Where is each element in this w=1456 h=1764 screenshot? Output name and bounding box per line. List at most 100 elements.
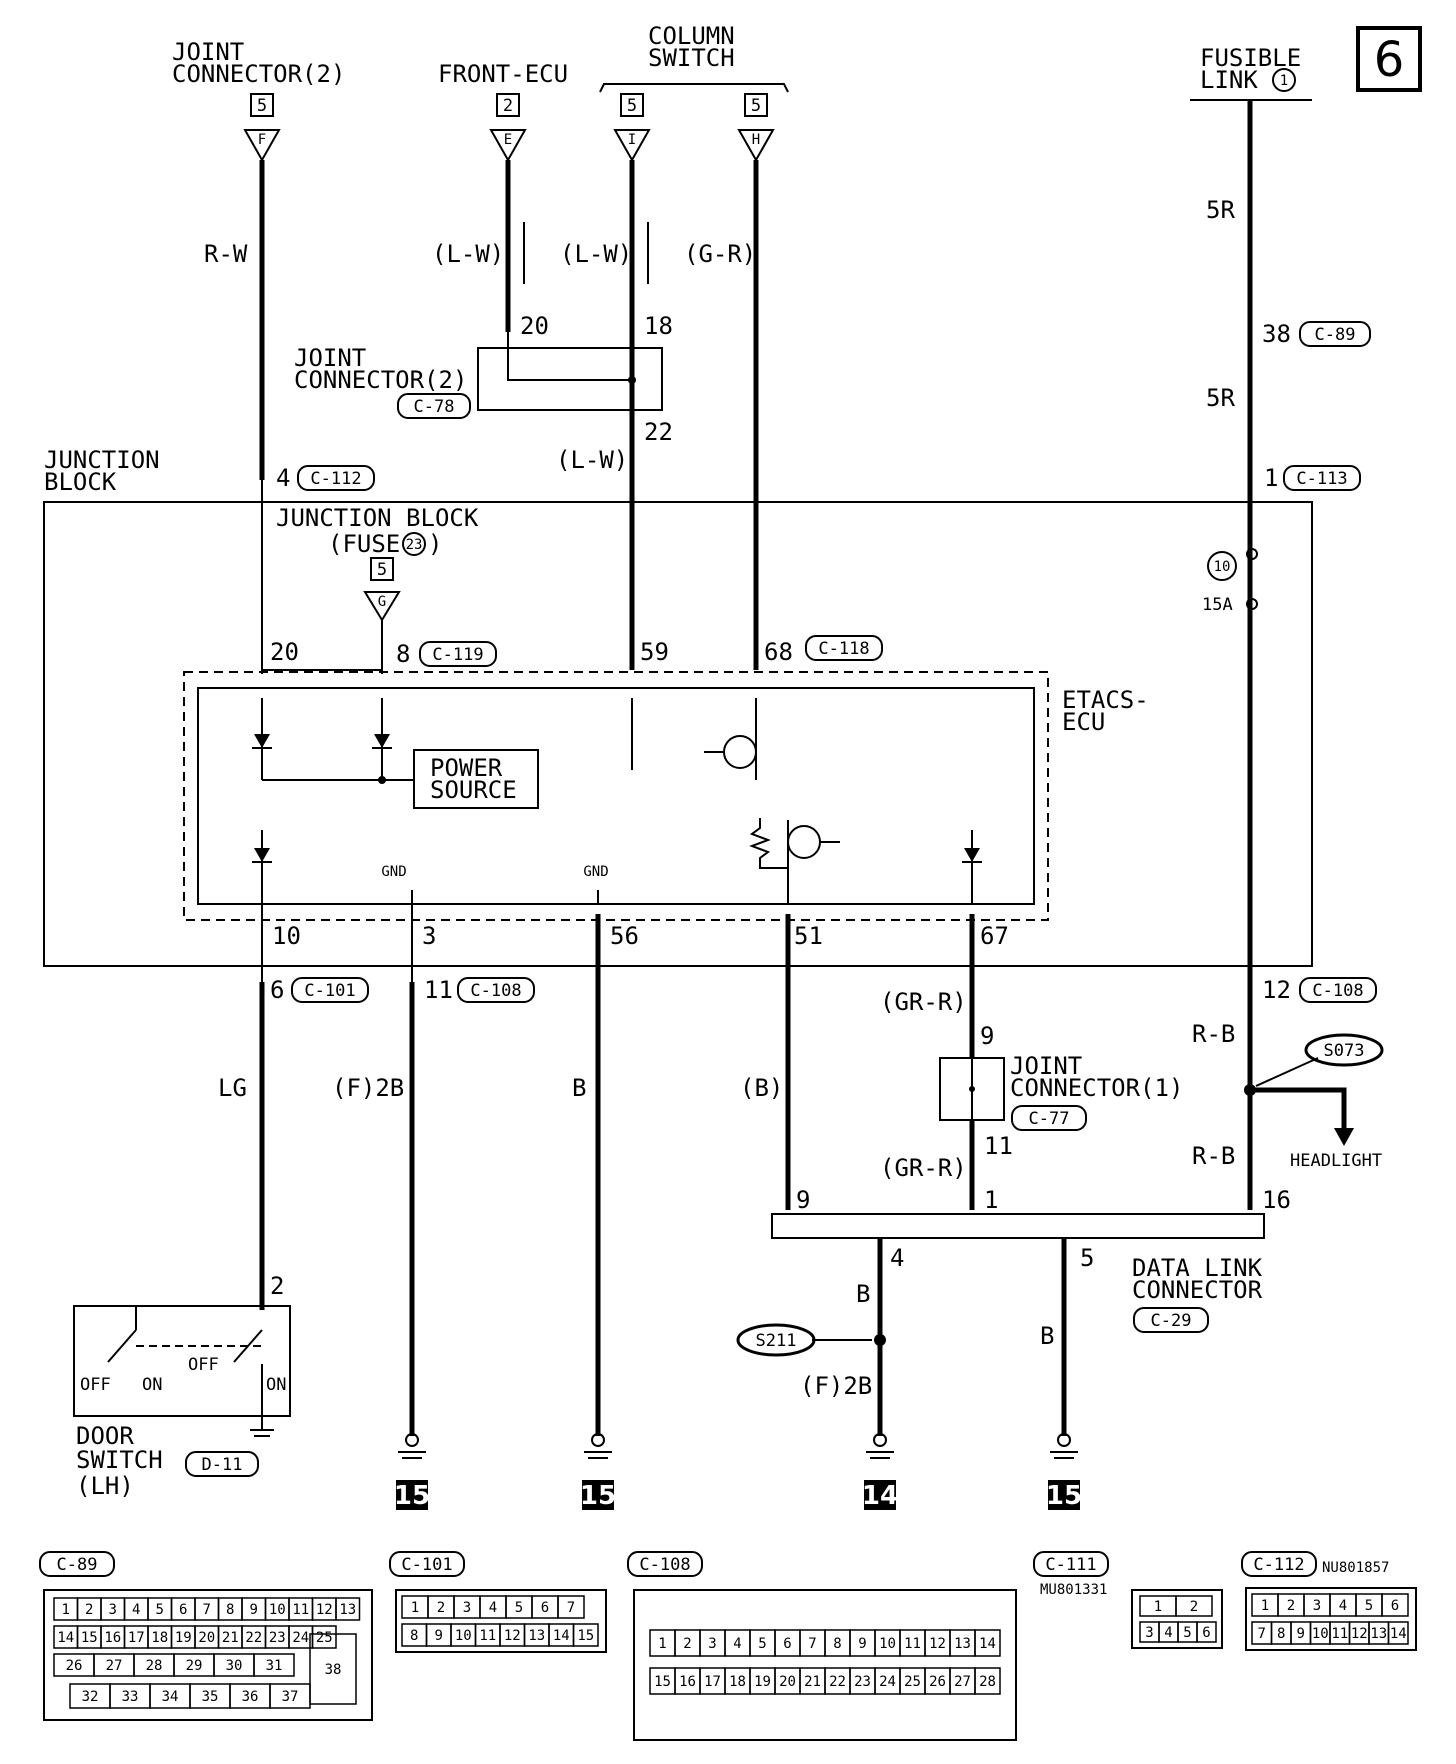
door-switch-lever-1 [107,1329,137,1363]
door-switch-body [73,1305,291,1417]
dlc-pin-16: 16 [1262,1186,1291,1214]
gnd-label-1: GND [381,864,406,880]
c108-label-box [627,1551,703,1577]
power-source-box [413,749,539,809]
connector-pin-number: 26 [929,1674,946,1690]
connector-pin-number: 14 [1390,1626,1407,1642]
resistor [749,818,788,869]
connector-pin-number: 15 [81,1630,98,1646]
connector-pin-number: 3 [109,1602,117,1618]
ref-cs1: 5 [627,96,637,116]
connector-pin-number: 18 [729,1674,746,1690]
connector-pin-number: 8 [1277,1626,1285,1642]
connector-pin-number: 26 [66,1658,83,1674]
connector-cavity [335,1597,361,1621]
pin-f: F [258,132,266,148]
pin-11: 11 [424,976,453,1004]
pin-20: 20 [270,638,299,666]
connector-pin-number: 15 [654,1674,671,1690]
connector-pin-number: 14 [979,1636,996,1652]
dlc-pin-4: 4 [890,1244,904,1272]
fuse-23-circle [402,532,426,556]
connector-pin-number: 10 [1312,1626,1329,1642]
pin-68: 68 [764,638,793,666]
c118-label: C-118 [818,639,869,659]
c101-label-box [389,1551,465,1577]
etacs-inner-outline [197,687,1035,905]
c77-ref-box [1011,1105,1087,1131]
ref-jc2: 5 [257,96,267,116]
connector-pin-number: 6 [541,1600,549,1616]
s073-id: S073 [1324,1041,1365,1061]
fusible-link-num-circle [1272,68,1296,92]
fusible-link-num: 1 [1280,73,1288,89]
c113-box [1283,465,1361,491]
pin-6: 6 [270,976,284,1004]
c112-face [1245,1587,1417,1651]
connector-pin-number: 3 [1145,1625,1153,1641]
c78-junction-dot [628,376,636,384]
ground-num-4: 15 [1046,1481,1082,1511]
wire-label-2b-dlc4: (F)2B [800,1372,872,1400]
c78-pin-20: 20 [520,312,549,340]
connector-pin-number: 21 [222,1630,239,1646]
connector-pin-number: 11 [904,1636,921,1652]
c112-pin-box [297,465,375,491]
pin-10: 10 [272,922,301,950]
c111-label-box [1033,1551,1109,1577]
connector-pin-number: 24 [879,1674,896,1690]
connector-pin-number: 5 [758,1636,766,1652]
connector-pin-number: 10 [269,1602,286,1618]
door-switch-off-1: OFF [80,1375,111,1395]
pin-flag-g [363,591,401,622]
connector-pin-number: 10 [455,1628,472,1644]
connector-pin-number: 12 [929,1636,946,1652]
connector-cavity [572,1623,599,1647]
c119-label: C-119 [432,645,483,665]
connector-cavity [311,1625,337,1649]
etacs-label: ETACS- [1062,686,1149,714]
connector-pin-number: 30 [226,1658,243,1674]
c77-name-2: CONNECTOR(1) [1010,1074,1183,1102]
connector-pin-number: 11 [1331,1626,1348,1642]
connector-cavity [974,1629,1001,1657]
connector-pin-number: 28 [146,1658,163,1674]
c78-ref-box [397,393,471,419]
connector-pin-number: 10 [879,1636,896,1652]
connector-pin-number: 36 [242,1689,259,1705]
connector-pin-number: 5 [1183,1625,1191,1641]
connector-pin-number: 13 [528,1628,545,1644]
fuse-10-num: 10 [1214,559,1231,575]
wire-label-grr-1: (GR-R) [880,988,967,1016]
c89-label: C-89 [57,1555,98,1575]
connector-cavity [1381,1593,1409,1617]
c111-face [1131,1589,1223,1649]
connector-pin-number: 4 [1339,1598,1347,1614]
c108-face [633,1589,1017,1741]
connector-pin-number: 5 [156,1602,164,1618]
c112-pin-label: C-112 [310,469,361,489]
headlight-branch [1250,1087,1347,1130]
connector-pin-number: 17 [704,1674,721,1690]
pin-67: 67 [980,922,1009,950]
c29-box [1133,1307,1209,1333]
ground-circle-2 [591,1433,605,1447]
connector-pin-number: 4 [733,1636,741,1652]
wire-label-rw: R-W [204,240,248,268]
headlight-arrow [1334,1128,1354,1146]
door-switch-lever-2 [233,1329,263,1363]
data-link-name-2: CONNECTOR [1132,1276,1263,1304]
connector-pin-number: 12 [316,1602,333,1618]
ground-circle-4 [1057,1433,1071,1447]
connector-pin-number: 8 [226,1602,234,1618]
power-source-label: POWER [430,754,503,782]
connector-pin-number: 9 [858,1636,866,1652]
c89-face [43,1589,373,1721]
headlight-label: HEADLIGHT [1290,1151,1382,1171]
c108-label: C-108 [639,1555,690,1575]
fuse-10-bottom [1246,598,1258,610]
c77-name: JOINT [1010,1052,1082,1080]
c112-part: NU801857 [1322,1560,1389,1576]
